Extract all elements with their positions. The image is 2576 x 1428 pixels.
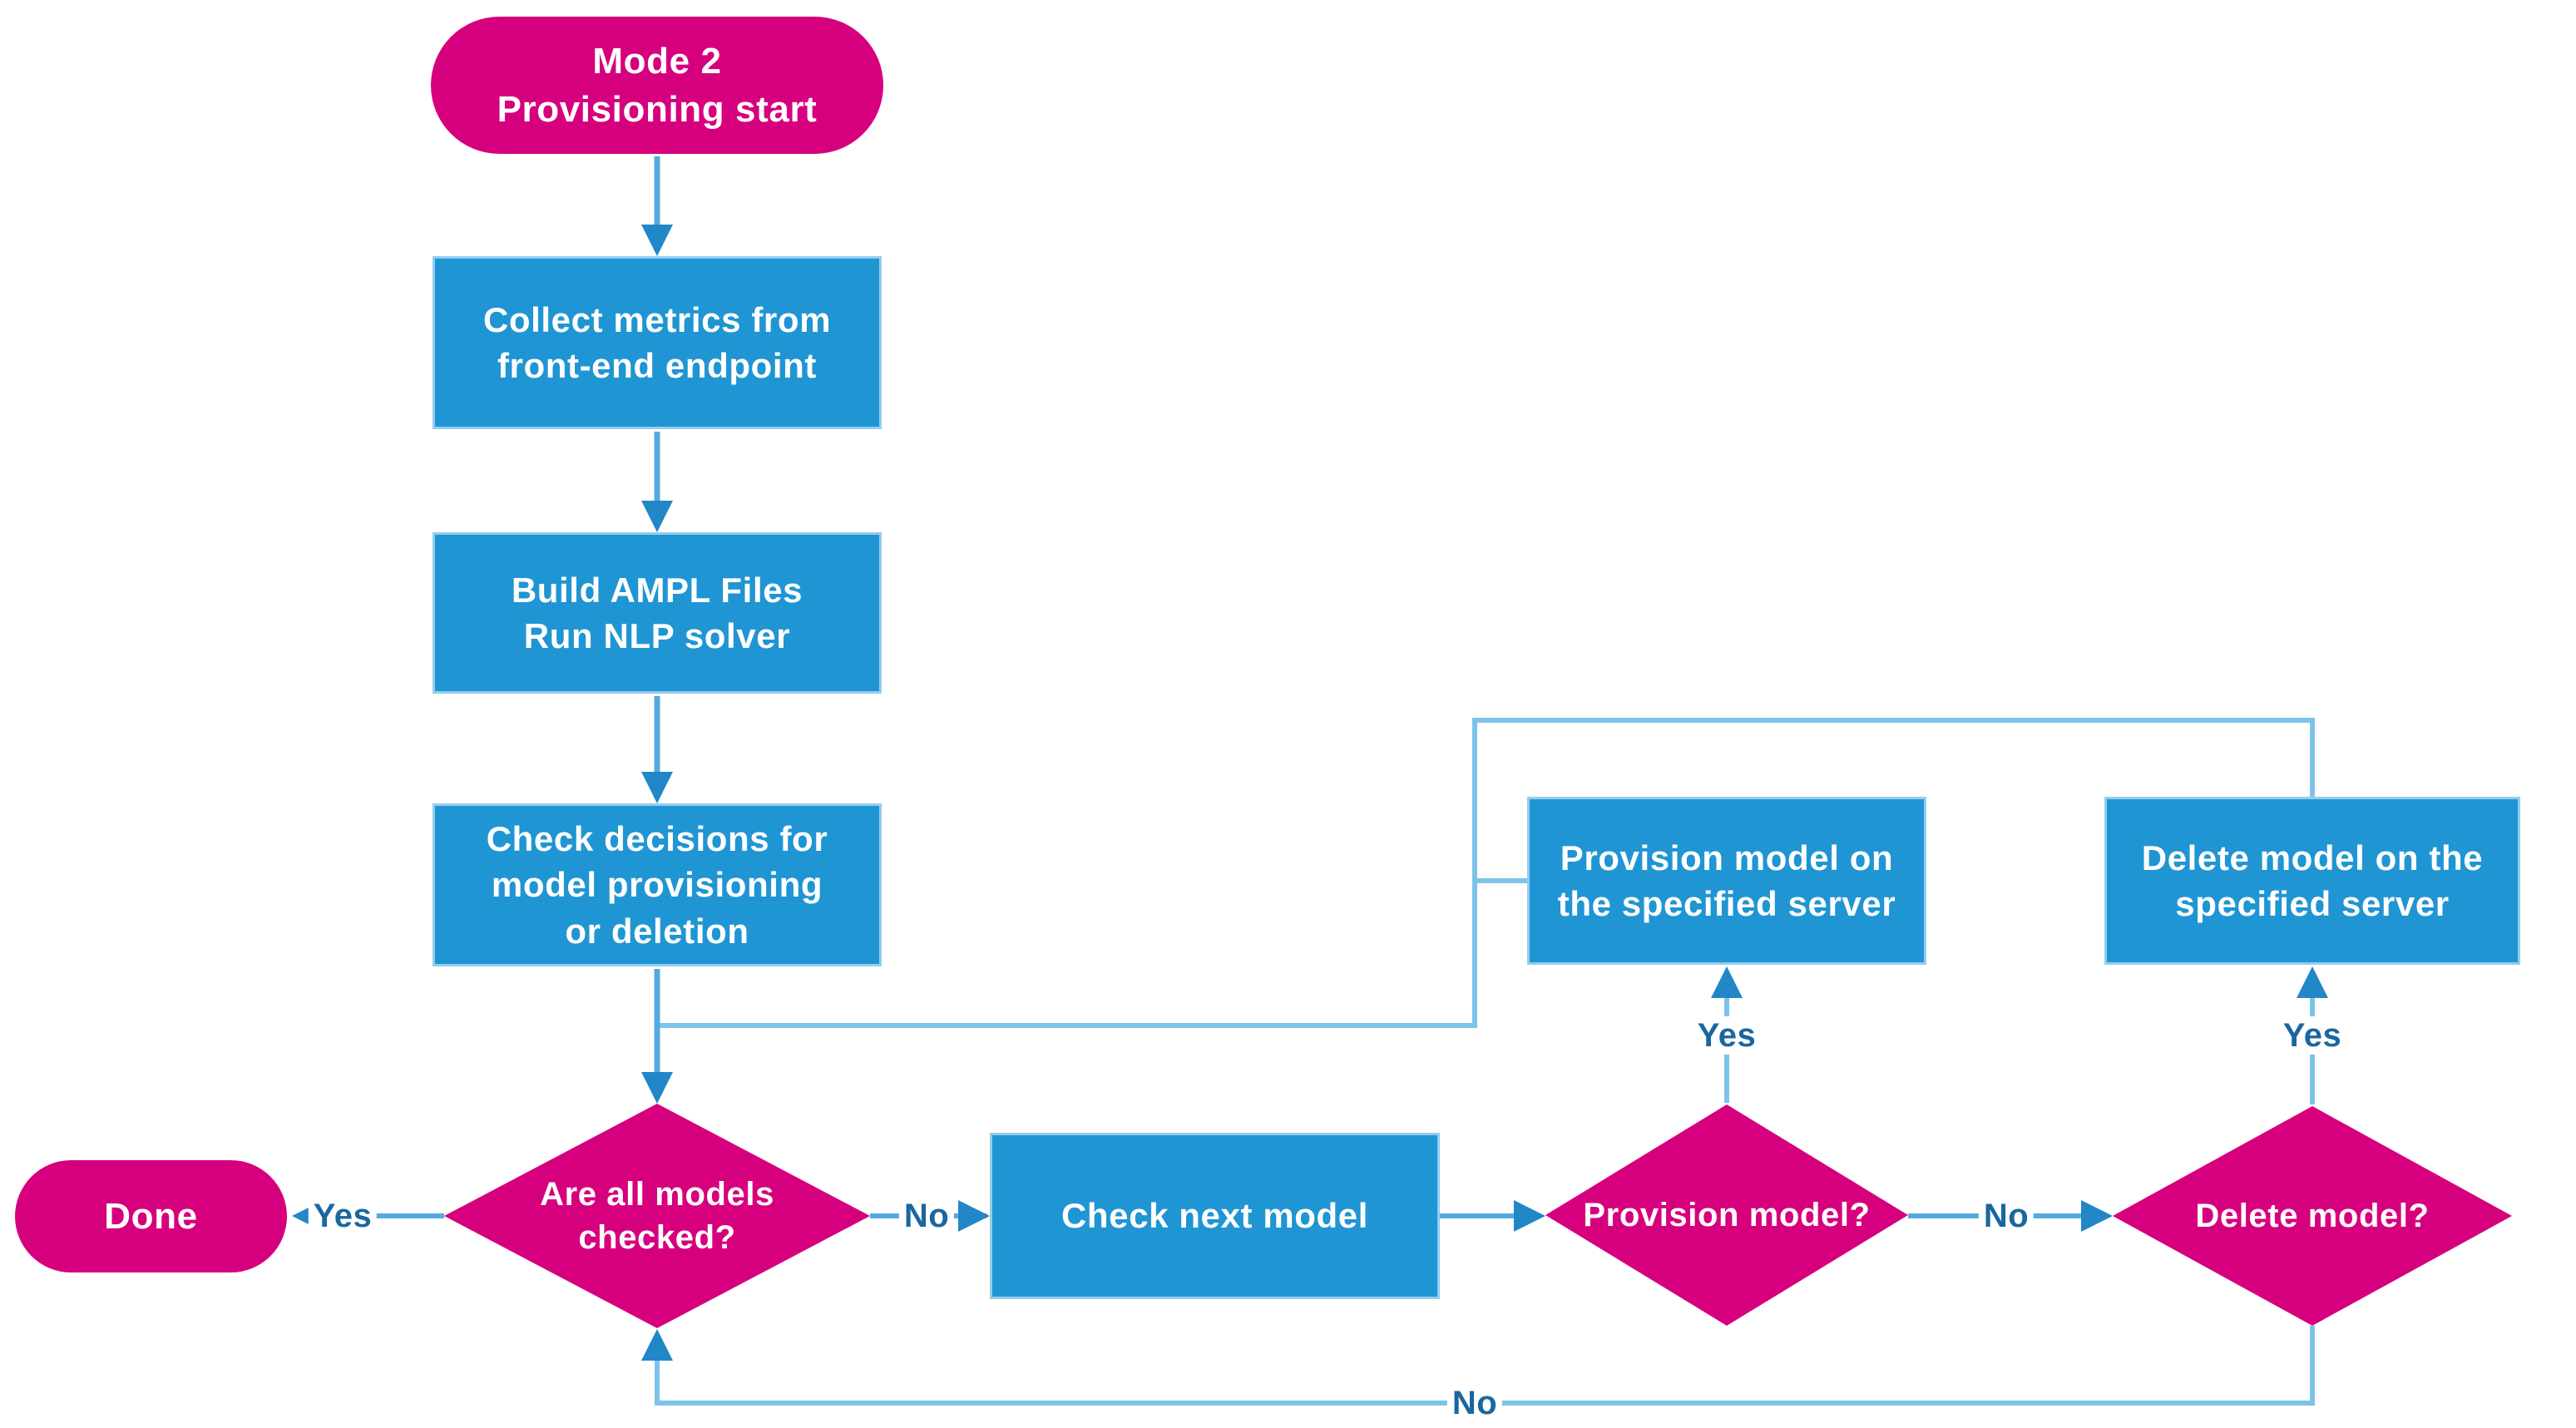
decision-all-models-checked-label: Are all models checked? <box>540 1176 774 1256</box>
edge-label-yes-done: Yes <box>308 1197 378 1235</box>
decision-delete-model <box>2113 1106 2512 1326</box>
arrowhead-into-provisionq <box>1514 1200 1545 1232</box>
edge-label-yes-provision: Yes <box>1692 1016 1762 1055</box>
edge-delete-action-return <box>657 718 2315 1028</box>
process-build-ampl: Build AMPL Files Run NLP solver <box>433 532 882 694</box>
decision-provision-model <box>1545 1104 1908 1326</box>
process-delete-action: Delete model on the specified server <box>2104 797 2520 965</box>
process-check-next-model: Check next model <box>990 1133 1440 1299</box>
arrowhead-into-collect <box>641 225 673 256</box>
arrowhead-into-provision-action <box>1711 966 1743 998</box>
arrowhead-into-checknext <box>958 1200 990 1232</box>
decision-all-models-checked <box>444 1104 870 1328</box>
decision-delete-model-label: Delete model? <box>2195 1198 2430 1234</box>
process-check-decisions: Check decisions for model provisioning o… <box>433 803 882 966</box>
edge-label-no-delete-q: No <box>1978 1197 2035 1235</box>
arrowhead-into-deleteq <box>2081 1200 2113 1232</box>
arrowhead-into-delete-action <box>2297 966 2328 998</box>
process-collect-metrics: Collect metrics from front-end endpoint <box>433 256 882 429</box>
arrowhead-into-check <box>641 772 673 803</box>
edge-label-no-loop: No <box>1446 1384 1503 1422</box>
edge-label-yes-delete: Yes <box>2277 1016 2347 1055</box>
decision-provision-model-label: Provision model? <box>1583 1197 1871 1233</box>
arrowhead-into-build <box>641 501 673 532</box>
terminator-start: Mode 2 Provisioning start <box>431 17 883 154</box>
process-provision-action: Provision model on the specified server <box>1527 797 1926 965</box>
arrowhead-into-allchecked <box>641 1072 673 1104</box>
arrowhead-loop-into-allchecked <box>641 1329 673 1361</box>
edge-label-no-check-next: No <box>898 1197 955 1235</box>
terminator-done: Done <box>15 1160 287 1272</box>
